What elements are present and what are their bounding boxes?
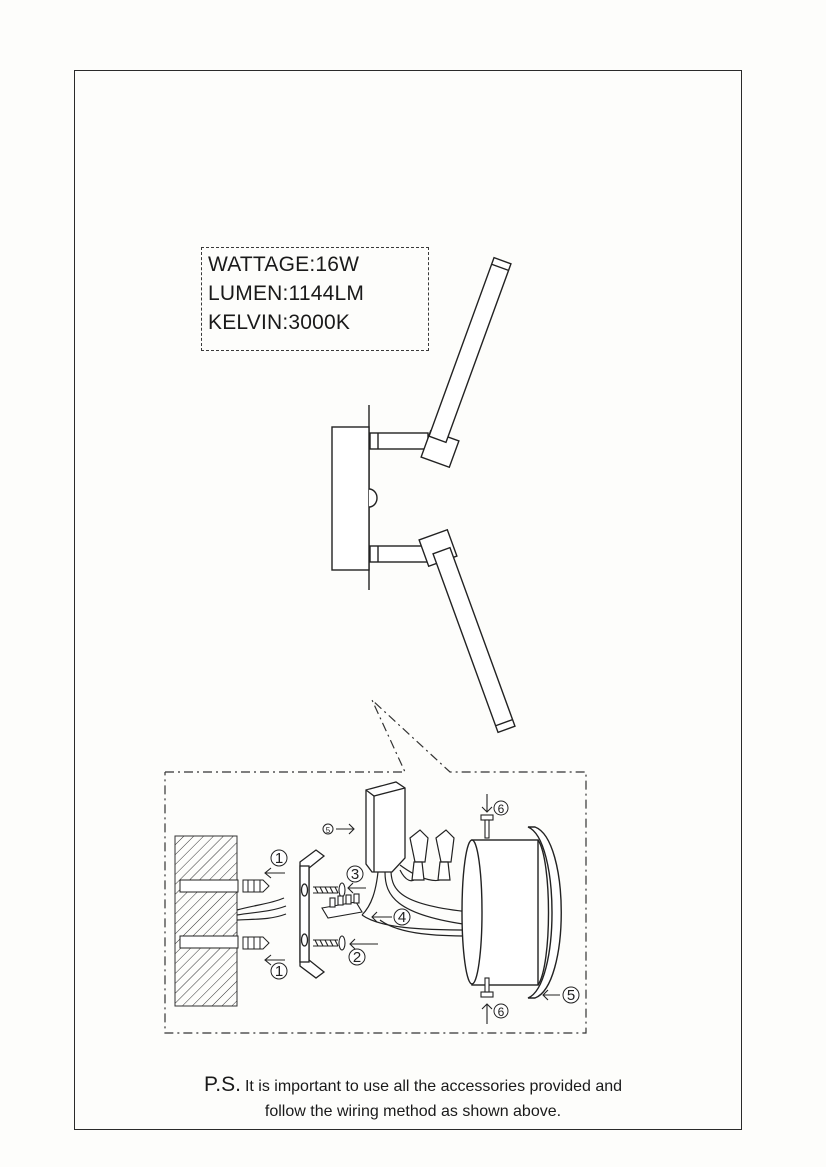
step1-arrows — [264, 867, 285, 966]
ps-text-line2: follow the wiring method as shown above. — [264, 1103, 562, 1120]
lower-light-tube — [432, 546, 516, 734]
step4-arrow — [371, 911, 392, 923]
page-frame — [74, 70, 742, 1130]
canopy-box — [331, 426, 370, 571]
step6-arrows — [481, 794, 493, 1024]
step6-label-bottom: 6 — [498, 1005, 505, 1019]
mounting-bracket — [299, 849, 326, 979]
ps-note: P.S.It is important to use all the acces… — [0, 1072, 826, 1124]
step5-arrow-top — [336, 823, 355, 835]
screw-arrows — [347, 882, 378, 950]
step3-label: 3 — [351, 866, 359, 883]
led-connectors — [409, 829, 455, 881]
wall-wires — [236, 897, 287, 921]
lumen-spec: LUMEN:1144LM — [208, 282, 365, 305]
ps-prefix: P.S. — [203, 1073, 241, 1096]
step5-arrow-bottom — [542, 989, 560, 1001]
detail-callout — [164, 699, 587, 1034]
step-numbers: 1 1 3 2 4 5 6 6 5 — [275, 802, 575, 1019]
center-knob — [368, 488, 378, 508]
step1-label-bottom: 1 — [275, 963, 283, 980]
terminal-block — [321, 893, 363, 919]
step4-label: 4 — [398, 909, 406, 926]
step-circles — [270, 800, 580, 1019]
upper-arm-stem — [369, 432, 429, 450]
upper-light-tube — [428, 256, 512, 444]
wall-section — [174, 835, 238, 1007]
spec-box: WATTAGE:16W LUMEN:1144LM KELVIN:3000K — [201, 247, 429, 351]
kelvin-spec: KELVIN:3000K — [208, 311, 351, 334]
step1-label-top: 1 — [275, 850, 283, 867]
step6-label-top: 6 — [498, 802, 505, 816]
driver-box — [365, 781, 406, 873]
wattage-spec: WATTAGE:16W — [208, 253, 360, 276]
wall-anchors — [242, 879, 270, 950]
canopy-screws — [480, 814, 494, 998]
canopy-cylinder — [461, 826, 562, 999]
fixture-side-view — [331, 256, 516, 734]
ps-text-line1: It is important to use all the accessori… — [244, 1078, 623, 1095]
lower-arm-stem — [369, 545, 429, 563]
wall-holes — [179, 879, 239, 949]
step5-label-top: 5 — [326, 826, 331, 835]
step2-label: 2 — [353, 949, 361, 966]
ps-line1: P.S.It is important to use all the acces… — [0, 1072, 826, 1100]
step5-label-bottom: 5 — [567, 987, 575, 1004]
